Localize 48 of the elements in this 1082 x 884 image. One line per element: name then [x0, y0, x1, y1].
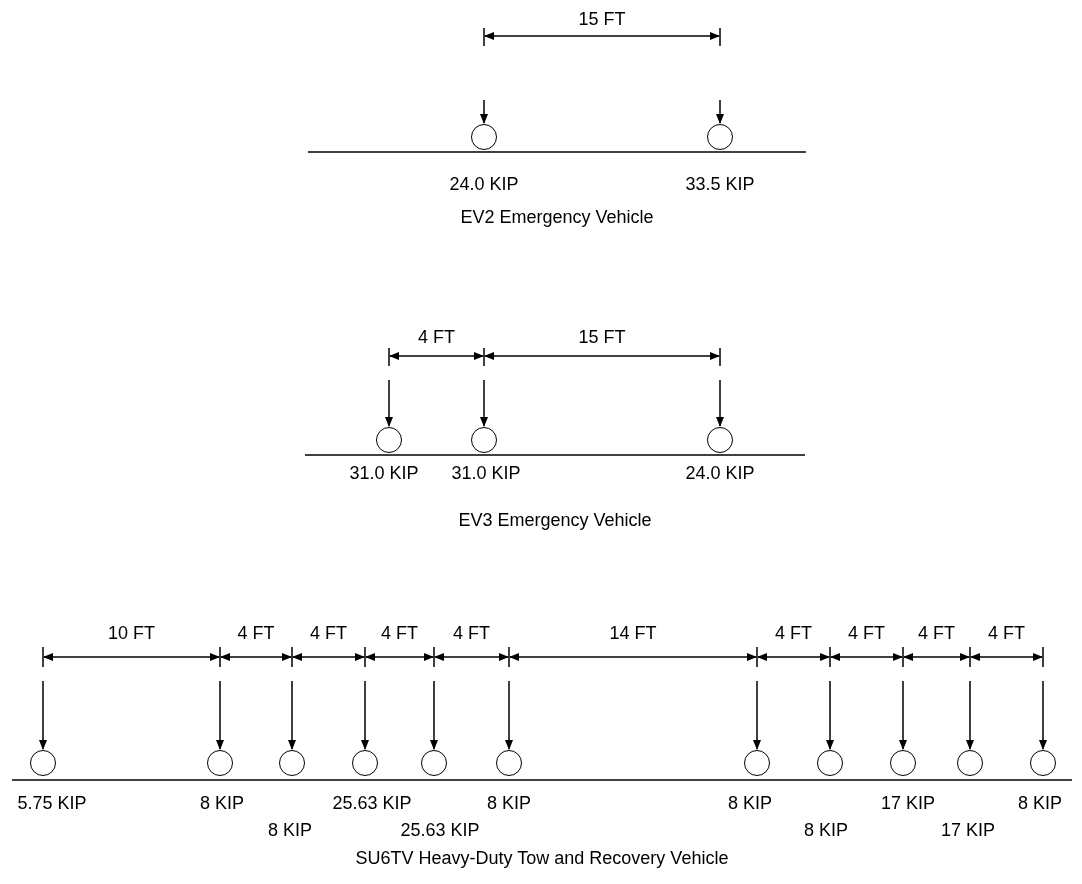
load-label: 17 KIP — [881, 793, 935, 813]
dimension-label: 4 FT — [453, 623, 490, 643]
wheel-circle — [421, 750, 447, 776]
wheel-circle — [496, 750, 522, 776]
load-label: 31.0 KIP — [349, 463, 419, 483]
dimension-label: 4 FT — [381, 623, 418, 643]
vehicle-caption: EV2 Emergency Vehicle — [460, 207, 654, 227]
dimension-label: 4 FT — [418, 327, 455, 347]
load-label: 8 KIP — [487, 793, 531, 813]
wheel-circle — [817, 750, 843, 776]
load-label: 24.0 KIP — [685, 463, 755, 483]
load-label: 5.75 KIP — [17, 793, 87, 813]
dimension-label: 15 FT — [578, 9, 626, 29]
dimension-label: 4 FT — [237, 623, 275, 643]
load-label: 8 KIP — [804, 820, 848, 840]
vehicle-caption: EV3 Emergency Vehicle — [458, 510, 652, 530]
dimension-label: 14 FT — [609, 623, 657, 643]
wheel-circle — [471, 427, 497, 453]
load-label: 17 KIP — [941, 820, 995, 840]
vehicle-caption: SU6TV Heavy-Duty Tow and Recovery Vehicle — [355, 848, 729, 868]
dimension-label: 15 FT — [578, 327, 626, 347]
load-label: 25.63 KIP — [332, 793, 412, 813]
wheel-circle — [471, 124, 497, 150]
wheel-circle — [707, 427, 733, 453]
wheel-circle — [207, 750, 233, 776]
dimension-label: 4 FT — [988, 623, 1025, 643]
load-label: 8 KIP — [268, 820, 312, 840]
load-label: 8 KIP — [200, 793, 244, 813]
dimension-label: 4 FT — [775, 623, 812, 643]
load-label: 24.0 KIP — [449, 174, 519, 194]
load-label: 33.5 KIP — [685, 174, 755, 194]
load-label: 25.63 KIP — [400, 820, 480, 840]
wheel-circle — [957, 750, 983, 776]
load-label: 8 KIP — [1018, 793, 1062, 813]
wheel-circle — [279, 750, 305, 776]
wheel-circle — [1030, 750, 1056, 776]
dimension-label: 4 FT — [918, 623, 955, 643]
wheel-circle — [890, 750, 916, 776]
dimension-label: 10 FT — [108, 623, 155, 643]
wheel-circle — [744, 750, 770, 776]
load-label: 31.0 KIP — [451, 463, 521, 483]
dimension-label: 4 FT — [310, 623, 347, 643]
load-label: 8 KIP — [728, 793, 772, 813]
dimension-label: 4 FT — [848, 623, 885, 643]
wheel-circle — [30, 750, 56, 776]
wheel-circle — [352, 750, 378, 776]
wheel-circle — [707, 124, 733, 150]
wheel-circle — [376, 427, 402, 453]
